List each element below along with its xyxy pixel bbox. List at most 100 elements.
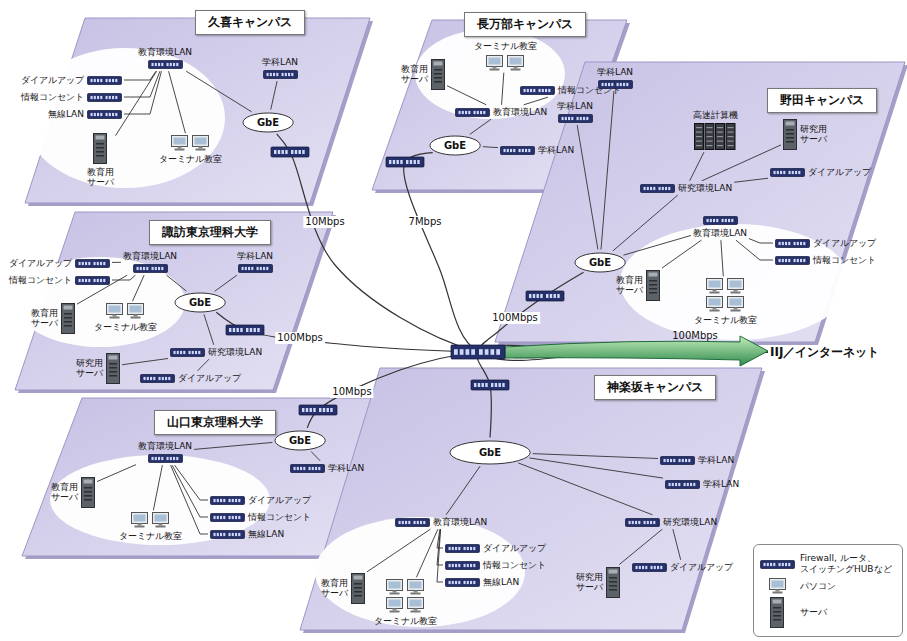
network-link — [404, 153, 768, 361]
icon-part — [402, 520, 404, 523]
icon-part — [214, 498, 216, 501]
network-link — [307, 350, 768, 428]
network-link — [437, 529, 443, 582]
icon-part — [682, 458, 684, 461]
icon-part — [143, 267, 145, 270]
icon-part — [303, 466, 305, 469]
icon-part — [64, 305, 73, 309]
node-label: 教育環境LAN — [123, 251, 177, 261]
icon-part — [278, 150, 280, 154]
icon-part — [728, 279, 744, 290]
node-label: ターミナル教室 — [474, 41, 537, 51]
legend-sample — [759, 560, 795, 569]
icon-part — [297, 466, 299, 469]
network-switch: 教育環境LAN — [138, 47, 192, 69]
network-switch: 学科LAN — [290, 463, 364, 473]
icon-part — [136, 267, 138, 270]
icon-part — [491, 349, 495, 355]
icon-part — [772, 592, 782, 594]
icon-part — [540, 294, 542, 298]
icon-part — [158, 267, 160, 270]
icon-part — [217, 515, 219, 518]
node-label: 学科LAN — [703, 479, 739, 489]
icon-part — [726, 124, 735, 150]
icon-part — [649, 288, 657, 290]
icon-part — [776, 256, 810, 264]
node-label: ダイアルアップ — [813, 238, 876, 248]
icon-part — [731, 219, 733, 222]
icon-part — [250, 328, 252, 332]
icon-part — [300, 368, 762, 630]
icon-part — [452, 563, 454, 566]
network-switch-icon — [210, 496, 245, 505]
icon-part — [327, 408, 329, 412]
network-switch-icon — [140, 374, 175, 383]
icon-part — [706, 127, 712, 128]
icon-part — [147, 376, 149, 379]
network-switch: ダイアルアップ — [9, 258, 110, 268]
icon-part — [511, 68, 521, 70]
icon-part — [537, 294, 539, 298]
terminal-pcs: ターミナル教室 — [374, 579, 437, 626]
icon-part — [485, 383, 487, 387]
icon-part — [604, 83, 606, 86]
network-link — [132, 275, 144, 301]
icon-part — [150, 376, 152, 379]
icon-part — [132, 513, 148, 524]
network-switch-icon — [558, 114, 593, 123]
title-box: 神楽坂キャンパス — [594, 375, 716, 400]
icon-part — [626, 83, 628, 86]
icon-part — [177, 350, 179, 353]
icon-part — [727, 141, 733, 142]
network-link — [204, 314, 214, 344]
icon-part — [647, 270, 660, 300]
node-label: 学科LAN — [597, 67, 633, 77]
icon-part — [485, 349, 489, 355]
icon-part — [195, 138, 207, 145]
legend-text: パソコン — [800, 581, 897, 592]
icon-part — [728, 219, 730, 222]
node-label: 学科LAN — [698, 455, 734, 465]
icon-part — [193, 136, 209, 147]
icon-part — [649, 280, 657, 282]
icon-part — [354, 595, 362, 597]
icon-part — [180, 350, 182, 353]
icon-part — [773, 619, 781, 621]
icon-part — [803, 241, 805, 244]
icon-part — [690, 482, 692, 485]
icon-part — [96, 147, 104, 149]
icon-part — [306, 408, 308, 412]
legend-box: Firewall, ルータ、 スイッチングHUBなどパソコンサーバ — [753, 544, 903, 637]
icon-part — [717, 145, 723, 146]
icon-part — [527, 88, 529, 91]
icon-part — [529, 294, 531, 298]
network-switch: 研究環境LAN — [170, 347, 262, 357]
network-switch-icon — [598, 80, 633, 89]
icon-part — [109, 306, 121, 313]
icon-part — [533, 88, 535, 91]
icon-part — [717, 141, 723, 142]
icon-part — [254, 328, 256, 332]
icon-part — [558, 115, 592, 123]
icon-part — [434, 73, 442, 75]
legend-icon — [770, 597, 784, 628]
icon-part — [734, 308, 738, 310]
icon-part — [458, 563, 460, 566]
icon-part — [575, 253, 625, 272]
network-switch-icon — [290, 464, 325, 473]
title-box: 野田キャンパス — [767, 88, 877, 113]
title-box: 長万部キャンパス — [464, 12, 586, 37]
node-label: ダイアルアップ — [9, 258, 72, 268]
gbe-backbone: GbE — [174, 292, 226, 313]
network-switch-icon — [445, 561, 480, 570]
node-label: 学科LAN — [557, 101, 593, 111]
icon-part — [389, 582, 401, 589]
node-label: GbE — [257, 117, 279, 128]
icon-part — [284, 73, 286, 76]
icon-part — [780, 170, 782, 173]
icon-part — [730, 299, 742, 306]
icon-part — [459, 110, 461, 113]
node-label: 教育環境LAN — [433, 517, 487, 527]
icon-part — [703, 216, 737, 224]
